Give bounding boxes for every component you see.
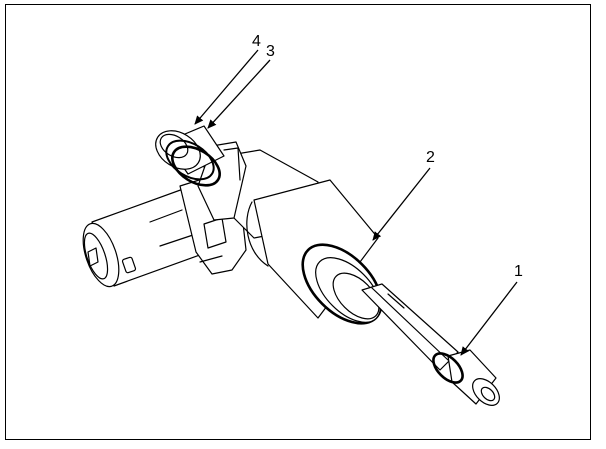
seal-ring-4	[171, 145, 221, 187]
inlet-stub	[155, 125, 225, 175]
callout-2-leader	[372, 167, 431, 241]
nozzle-tip	[447, 349, 500, 406]
callout-4-label: 4	[252, 33, 261, 50]
callout-3-label: 3	[266, 43, 275, 60]
callout-1-label: 1	[514, 263, 523, 280]
callout-1-leader	[460, 281, 518, 356]
callout-2-label: 2	[426, 149, 435, 166]
connector-housing	[82, 187, 209, 288]
callout-3-leader	[207, 59, 271, 129]
seal-ring-1	[432, 352, 464, 384]
callout-4-leader	[194, 49, 259, 125]
figure-frame	[5, 4, 591, 440]
seal-ring-2	[301, 243, 383, 325]
nozzle-shaft	[361, 283, 459, 371]
